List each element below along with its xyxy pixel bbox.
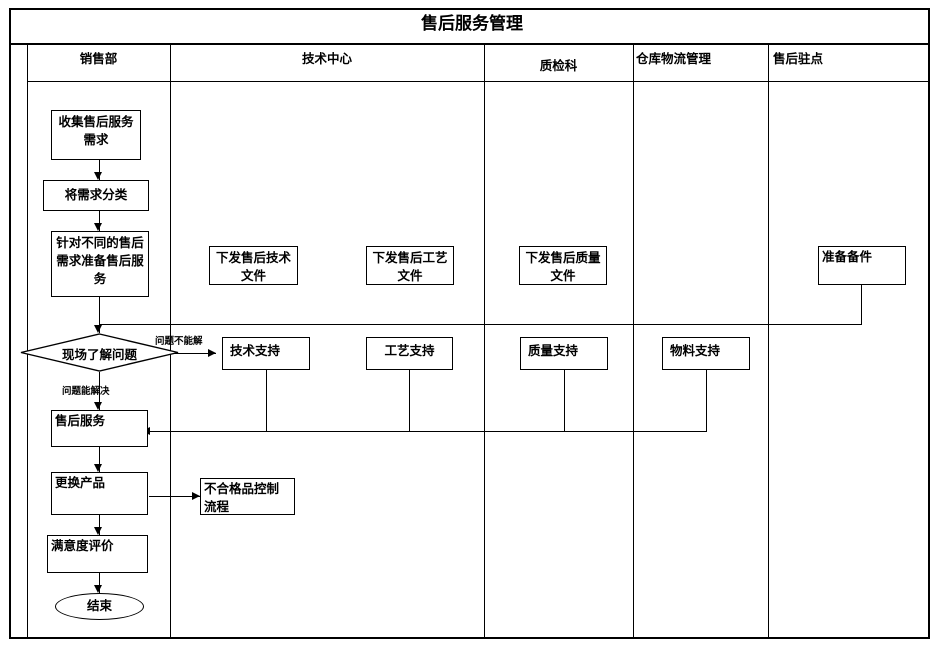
node-satisfaction-evaluation[interactable]: 满意度评价 — [47, 535, 148, 573]
arrowhead-decision-techsupport — [208, 349, 216, 357]
node-nonconforming-control-process[interactable]: 不合格品控制流程 — [200, 478, 295, 515]
arrowhead-decision-service — [94, 402, 102, 410]
edge-service-replace — [99, 447, 100, 472]
edge-spare-rail — [99, 324, 862, 325]
title-row-divider — [9, 43, 930, 45]
edge-procsup-drop — [409, 370, 410, 432]
arrowhead-prepare-decision — [94, 325, 102, 333]
arrowhead-collect-classify — [94, 172, 102, 180]
lane-divider-1 — [170, 43, 171, 639]
lane-divider-0 — [27, 43, 28, 639]
lane-divider-2 — [484, 43, 485, 639]
arrowhead-service-replace — [94, 464, 102, 472]
edge-qualsup-drop — [564, 370, 565, 432]
lane-header-warehouse: 仓库物流管理 — [636, 51, 712, 66]
arrowhead-satisfy-end — [94, 585, 102, 593]
edge-classify-prepare — [99, 211, 100, 231]
node-prepare-spare-parts[interactable]: 准备备件 — [818, 246, 906, 285]
lane-header-qc: 质检科 — [539, 58, 578, 73]
edge-replace-satisfy — [99, 515, 100, 535]
edge-support-collector-rail — [150, 431, 707, 432]
node-replace-product[interactable]: 更换产品 — [51, 472, 148, 515]
lane-divider-4 — [768, 43, 769, 639]
node-classify-requirements[interactable]: 将需求分类 — [43, 180, 149, 211]
header-row-divider — [27, 81, 930, 82]
lane-header-tech: 技术中心 — [301, 51, 352, 66]
node-onsite-diagnosis[interactable]: 现场了解问题 — [20, 333, 179, 372]
page-title: 售后服务管理 — [421, 14, 523, 34]
edge-decision-techsupport — [159, 353, 216, 354]
edge-label-cannot-solve: 问题不能解 — [155, 336, 203, 347]
node-quality-support[interactable]: 质量支持 — [520, 337, 608, 370]
node-prepare-service[interactable]: 针对不同的售后需求准备售后服务 — [51, 231, 149, 297]
diagram-frame — [9, 8, 930, 639]
arrowhead-classify-prepare — [94, 223, 102, 231]
edge-replace-ncprocess — [149, 496, 200, 497]
node-collect-requirements[interactable]: 收集售后服务需求 — [51, 110, 141, 160]
arrowhead-replace-satisfy — [94, 527, 102, 535]
lane-header-sales: 销售部 — [79, 51, 118, 66]
lane-divider-3 — [633, 43, 634, 639]
edge-label-can-solve: 问题能解决 — [62, 386, 110, 397]
edge-techsup-drop — [266, 370, 267, 432]
node-end[interactable]: 结束 — [55, 593, 144, 620]
node-issue-quality-doc[interactable]: 下发售后质量文件 — [519, 246, 607, 285]
node-tech-support[interactable]: 技术支持 — [222, 337, 310, 370]
node-material-support[interactable]: 物料支持 — [662, 337, 750, 370]
edge-prepare-decision — [99, 297, 100, 333]
node-process-support[interactable]: 工艺支持 — [366, 337, 453, 370]
edge-matsup-drop — [706, 370, 707, 432]
node-onsite-diagnosis-label: 现场了解问题 — [61, 347, 137, 362]
arrowhead-replace-ncprocess — [192, 492, 200, 500]
edge-satisfy-end — [99, 573, 100, 593]
node-issue-process-doc[interactable]: 下发售后工艺文件 — [366, 246, 454, 285]
edge-collect-classify — [99, 160, 100, 180]
edge-decision-service — [99, 372, 100, 410]
edge-spare-drop — [861, 285, 862, 325]
node-issue-tech-doc[interactable]: 下发售后技术文件 — [209, 246, 298, 285]
node-after-sales-service[interactable]: 售后服务 — [51, 410, 148, 447]
lane-header-station: 售后驻点 — [773, 51, 824, 66]
